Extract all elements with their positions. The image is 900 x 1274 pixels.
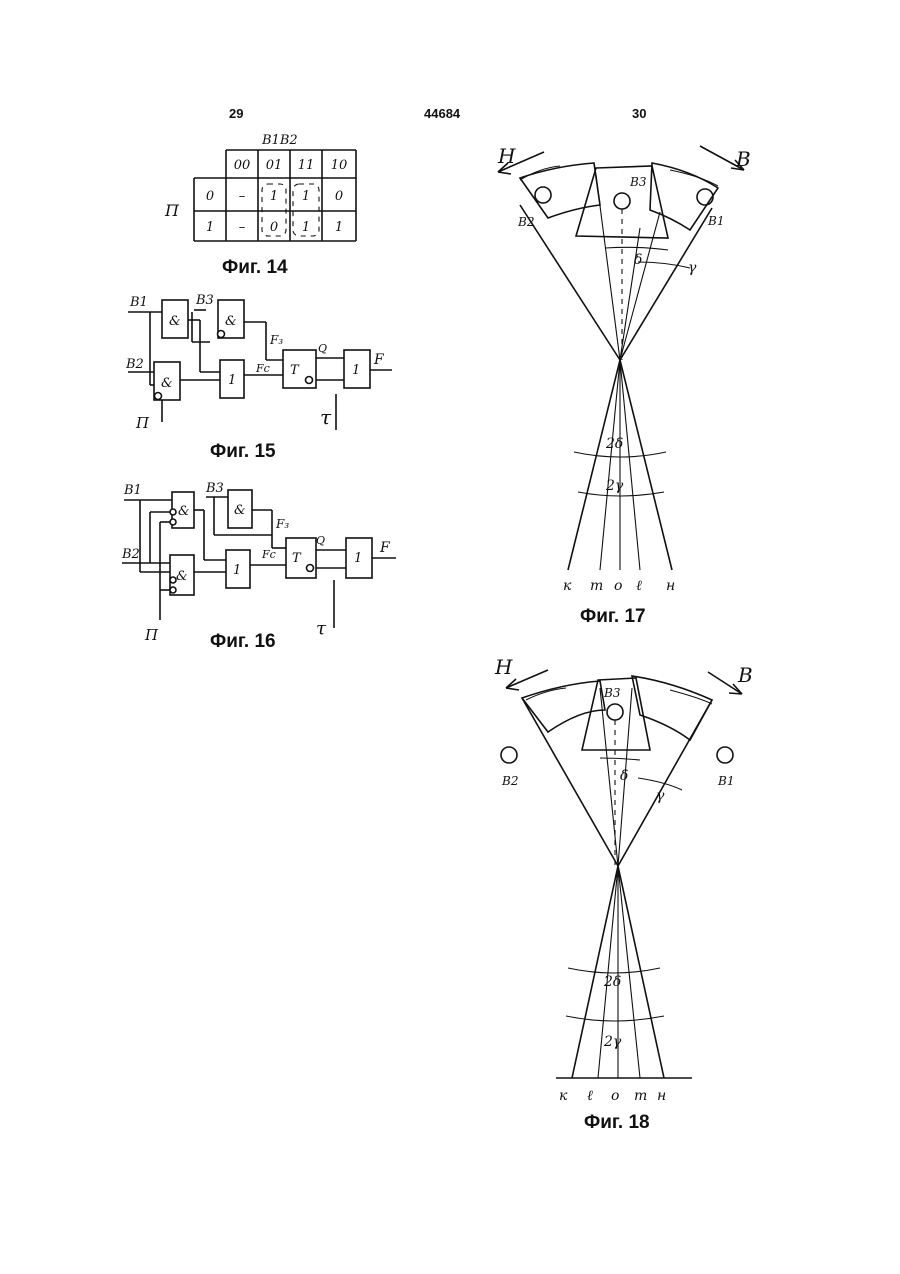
fig18-sensor-label: B1 bbox=[717, 774, 734, 788]
fig18-sensor-b2 bbox=[501, 747, 517, 763]
fig18-angle-label: 2γ bbox=[603, 1034, 622, 1050]
fig18-zone-label: к bbox=[559, 1088, 568, 1104]
fig18-angle-label: γ bbox=[656, 788, 665, 804]
fig18-angle-label: δ bbox=[620, 768, 628, 784]
fig18-sensor-b1 bbox=[717, 747, 733, 763]
fig18-zone-label: н bbox=[657, 1088, 666, 1104]
fig18-sensor-b3 bbox=[607, 704, 623, 720]
fig18-sensor-label: B2 bbox=[501, 774, 518, 788]
fig18-zone-label: т bbox=[634, 1088, 647, 1104]
fig18-sensor-label: B3 bbox=[603, 686, 621, 700]
fig18-rays bbox=[506, 670, 742, 1078]
fig18-direction-left: H bbox=[494, 655, 513, 679]
fig18-angle-label: 2δ bbox=[603, 974, 621, 990]
fig18-zone-label: ℓ bbox=[587, 1088, 593, 1104]
fig18-direction-right: B bbox=[737, 663, 753, 687]
fig18-zone-label: о bbox=[611, 1088, 619, 1104]
fig18-caption: Фиг. 18 bbox=[584, 1112, 650, 1134]
